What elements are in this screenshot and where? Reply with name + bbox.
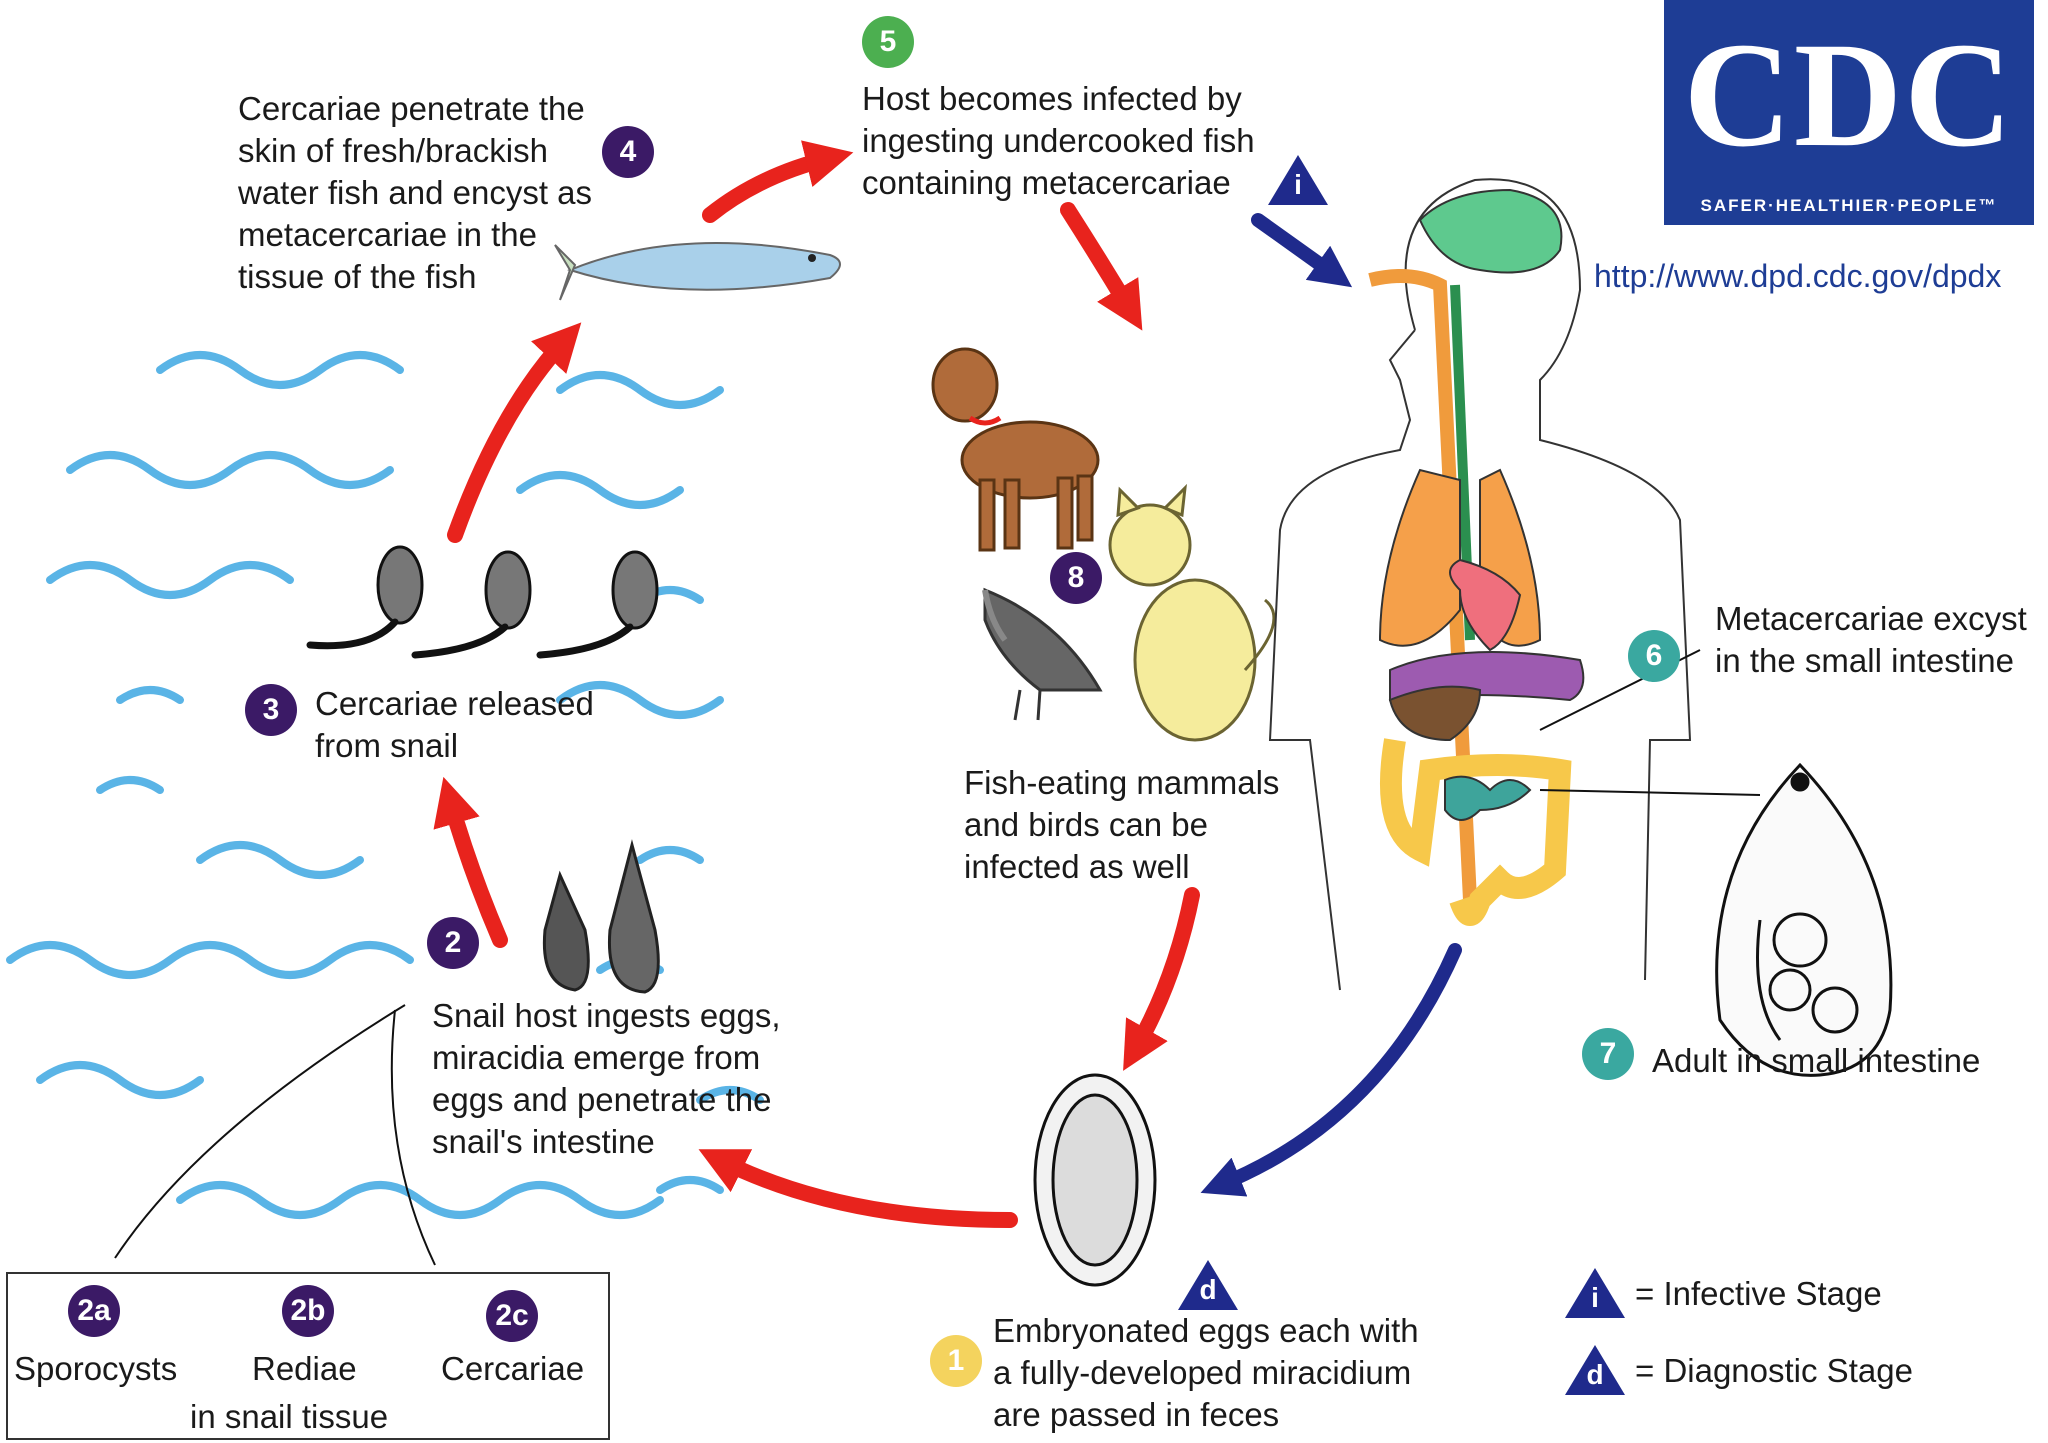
cat-illustration <box>1108 483 1276 742</box>
arrow-host-to-animals <box>1060 202 1143 331</box>
legend-infective-icon: i <box>1565 1268 1625 1318</box>
step-4-text: Cercariae penetrate the skin of fresh/br… <box>238 90 593 295</box>
arrow-snail-to-cercariae <box>433 776 508 948</box>
arrow-host-to-feces <box>1200 943 1462 1197</box>
stage-2b-badge: 2b <box>282 1285 334 1337</box>
step-3-text: Cercariae released from snail <box>315 685 594 764</box>
step-8-text: Fish-eating mammals and birds can be inf… <box>964 764 1280 885</box>
step-1-badge: 1 <box>930 1335 982 1387</box>
step-5-text: Host becomes infected by ingesting under… <box>862 80 1255 201</box>
snail-tissue-caption: in snail tissue <box>190 1398 389 1435</box>
infective-stage-marker: i <box>1268 155 1328 205</box>
arrow-egg-to-snail <box>698 1149 1018 1228</box>
step-5-badge: 5 <box>862 16 914 68</box>
step-1-text: Embryonated eggs each with a fully-devel… <box>993 1312 1419 1433</box>
arrow-fish-to-host <box>702 140 854 223</box>
stage-2a-label: Sporocysts <box>14 1350 178 1387</box>
blue-arrows <box>1200 213 1462 1197</box>
step-8-badge: 8 <box>1050 552 1102 604</box>
cercariae-illustration <box>306 545 659 659</box>
step-6-badge: 6 <box>1628 630 1680 682</box>
stage-2a-badge: 2a <box>68 1285 120 1337</box>
step-7-badge: 7 <box>1582 1028 1634 1080</box>
cdc-tagline: SAFER·HEALTHIER·PEOPLE™ <box>1700 196 1998 215</box>
diagnostic-stage-marker: d <box>1178 1260 1238 1310</box>
step-2-badge: 2 <box>427 917 479 969</box>
adult-fluke-illustration <box>1715 762 1893 1077</box>
legend-infective-text: = Infective Stage <box>1635 1275 1882 1312</box>
snail-illustration <box>542 839 660 994</box>
stage-2c-badge: 2c <box>486 1290 538 1342</box>
arrow-animals-to-egg <box>1123 887 1200 1071</box>
cdc-wordmark: CDC <box>1683 12 2015 178</box>
stage-2b-label: Rediae <box>252 1350 357 1387</box>
cdc-logo: CDC SAFER·HEALTHIER·PEOPLE™ <box>1664 0 2034 225</box>
step-3-badge: 3 <box>245 684 297 736</box>
step-7-text: Adult in small intestine <box>1652 1042 1981 1079</box>
bird-illustration <box>982 587 1103 721</box>
arrow-ingestion <box>1251 213 1353 288</box>
fish-illustration <box>554 242 841 301</box>
dog-illustration <box>931 347 1100 552</box>
step-6-text: Metacercariae excyst in the small intest… <box>1715 600 2027 679</box>
arrow-cercariae-to-fish <box>447 322 582 543</box>
cdc-url: http://www.dpd.cdc.gov/dpdx <box>1594 258 2002 294</box>
legend-diagnostic-icon: d <box>1565 1345 1625 1395</box>
stage-2c-label: Cercariae <box>441 1350 585 1387</box>
step-4-badge: 4 <box>602 126 654 178</box>
inset-pointer-lines <box>114 1004 436 1266</box>
egg-illustration <box>1033 1073 1157 1287</box>
legend-diagnostic-text: = Diagnostic Stage <box>1635 1352 1913 1389</box>
step-2-text: Snail host ingests eggs, miracidia emerg… <box>432 997 781 1160</box>
human-illustration <box>1268 178 1761 991</box>
